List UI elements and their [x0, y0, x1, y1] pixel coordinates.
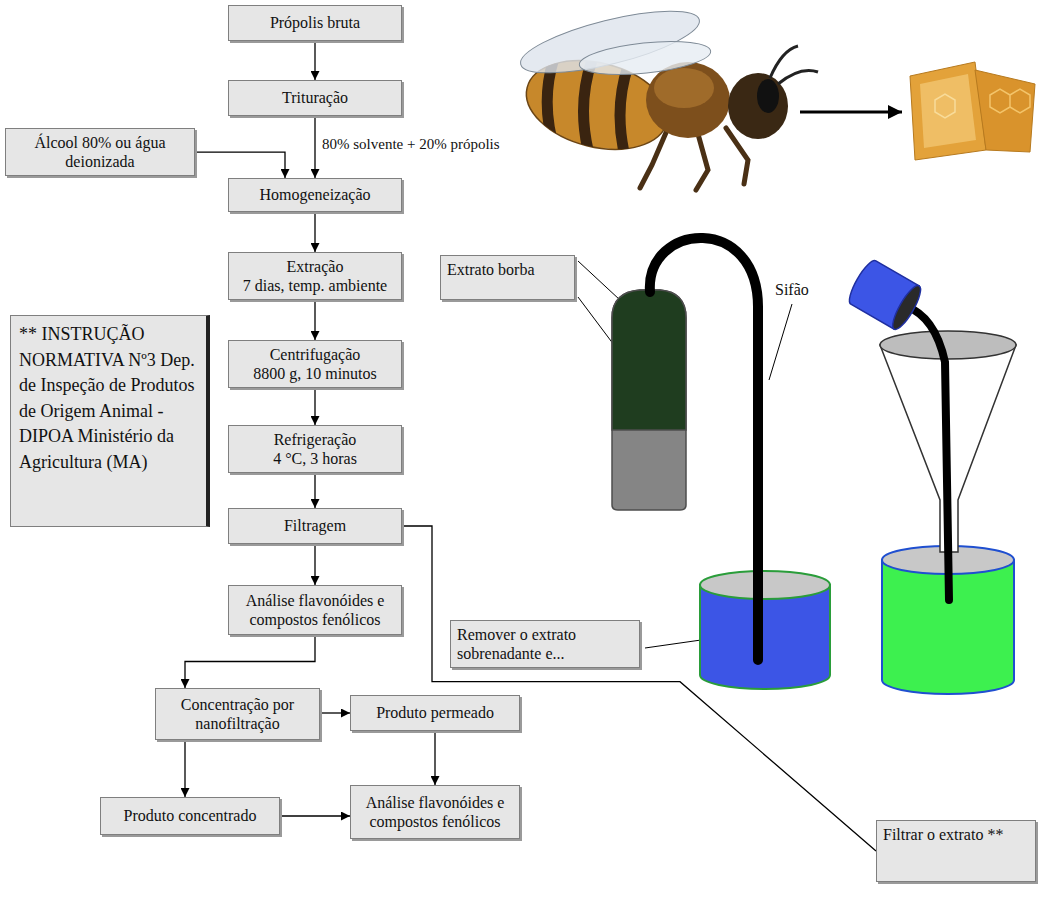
node-text: Refrigeração: [274, 430, 357, 449]
leader-line: [645, 640, 701, 648]
node-text: 8800 g, 10 minutos: [253, 364, 377, 383]
bee-illustration: [515, 0, 818, 190]
filter-illustration: [845, 257, 1016, 694]
flow-arrow: [314, 212, 315, 252]
flow-arrow: [314, 41, 315, 80]
node-text: Análise flavonóides e compostos fenólico…: [357, 793, 513, 831]
analysis-box: Análise flavonóides e compostos fenólico…: [350, 785, 520, 839]
node-text: Trituração: [282, 88, 348, 107]
node-text: Análise flavonóides e compostos fenólico…: [235, 591, 395, 629]
process-box: Própolis bruta: [228, 5, 402, 41]
bee-leg: [696, 134, 708, 190]
note-box: ** INSTRUÇÃO NORMATIVA Nº3 Dep. de Inspe…: [10, 315, 210, 527]
node-text: Centrifugação: [270, 345, 361, 364]
pouring-cup-mouth: [888, 282, 925, 332]
bee-eye: [757, 79, 779, 113]
process-box: Trituração: [228, 80, 402, 116]
leader-line: [769, 304, 792, 380]
process-box: Concentração por nanofiltração: [155, 688, 320, 740]
flow-arrow: [184, 740, 185, 797]
node-text: Extração: [287, 257, 344, 276]
bee-wing: [578, 36, 712, 80]
node-text: 7 dias, temp. ambiente: [243, 276, 387, 295]
bottle-extract: [612, 290, 686, 430]
analysis-box: Análise flavonóides e compostos fenólico…: [228, 585, 402, 635]
cup-body: [700, 585, 830, 689]
process-box: Extração7 dias, temp. ambiente: [228, 252, 402, 300]
bee-stripe: [620, 66, 628, 168]
propolis-chunk: [910, 62, 986, 160]
flow-arrow: [314, 388, 315, 425]
process-box: Filtragem: [228, 508, 402, 544]
process-box: Centrifugação8800 g, 10 minutos: [228, 340, 402, 388]
honeycomb-cells: [935, 94, 955, 118]
node-text: ** INSTRUÇÃO NORMATIVA Nº3 Dep. de Inspe…: [19, 322, 198, 475]
product-box: Produto permeado: [350, 695, 520, 731]
bee-thorax-hair: [654, 68, 714, 108]
node-text: Extrato borba: [447, 260, 535, 279]
callout-box: Remover o extrato sobrenadante e...: [450, 620, 640, 668]
input-box: Álcool 80% ou água deionizada: [5, 128, 195, 176]
bee-stripe: [584, 60, 593, 165]
node-text: Produto permeado: [376, 703, 494, 722]
funnel-top: [880, 331, 1016, 359]
node-text: 4 °C, 3 horas: [273, 449, 357, 468]
node-text: Filtrar o extrato **: [883, 825, 1003, 844]
flow-arrow: [314, 116, 315, 178]
pouring-cup: [845, 257, 925, 332]
illustration-arrow: [800, 111, 902, 114]
process-box: Homogeneização: [228, 178, 402, 212]
propolis-illustration: [910, 62, 1035, 160]
bee-antenna: [778, 71, 818, 85]
node-text: Própolis bruta: [270, 13, 360, 32]
flow-arrow: [320, 712, 350, 713]
flow-arrow: [195, 152, 285, 178]
flow-arrow: [314, 544, 315, 585]
node-text: Filtragem: [284, 516, 346, 535]
propolis-chunk: [975, 70, 1035, 152]
siphon-tube: [650, 238, 758, 660]
process-box: Refrigeração4 °C, 3 horas: [228, 425, 402, 473]
leader-line: [578, 261, 620, 300]
flow-note: 80% solvente + 20% própolis: [322, 136, 500, 153]
cup-top: [700, 571, 830, 599]
cup-illustration: [700, 571, 830, 689]
node-text: Produto concentrado: [124, 806, 257, 825]
propolis-highlight: [920, 74, 976, 148]
flow-arrow: [314, 473, 315, 508]
product-box: Produto concentrado: [100, 797, 280, 835]
callout-box: Filtrar o extrato **: [876, 820, 1036, 882]
part-label: Sifão: [775, 281, 809, 299]
callout-box: Extrato borba: [440, 255, 575, 300]
flow-arrow: [280, 815, 350, 816]
pouring-stream: [905, 306, 949, 600]
flow-arrow: [434, 731, 435, 785]
bee-thorax: [646, 62, 730, 138]
leader-line: [578, 297, 614, 345]
node-text: Concentração por nanofiltração: [162, 695, 313, 733]
node-text: Remover o extrato sobrenadante e...: [457, 625, 633, 663]
node-text: Álcool 80% ou água deionizada: [12, 133, 188, 171]
flow-arrow: [314, 300, 315, 340]
bottle-body: [612, 290, 686, 510]
bee-leg: [726, 128, 748, 184]
flow-arrow: [185, 635, 315, 688]
honeycomb-cells: [990, 89, 1030, 113]
bottle-illustration: [612, 290, 686, 510]
node-text: Homogeneização: [259, 185, 370, 204]
